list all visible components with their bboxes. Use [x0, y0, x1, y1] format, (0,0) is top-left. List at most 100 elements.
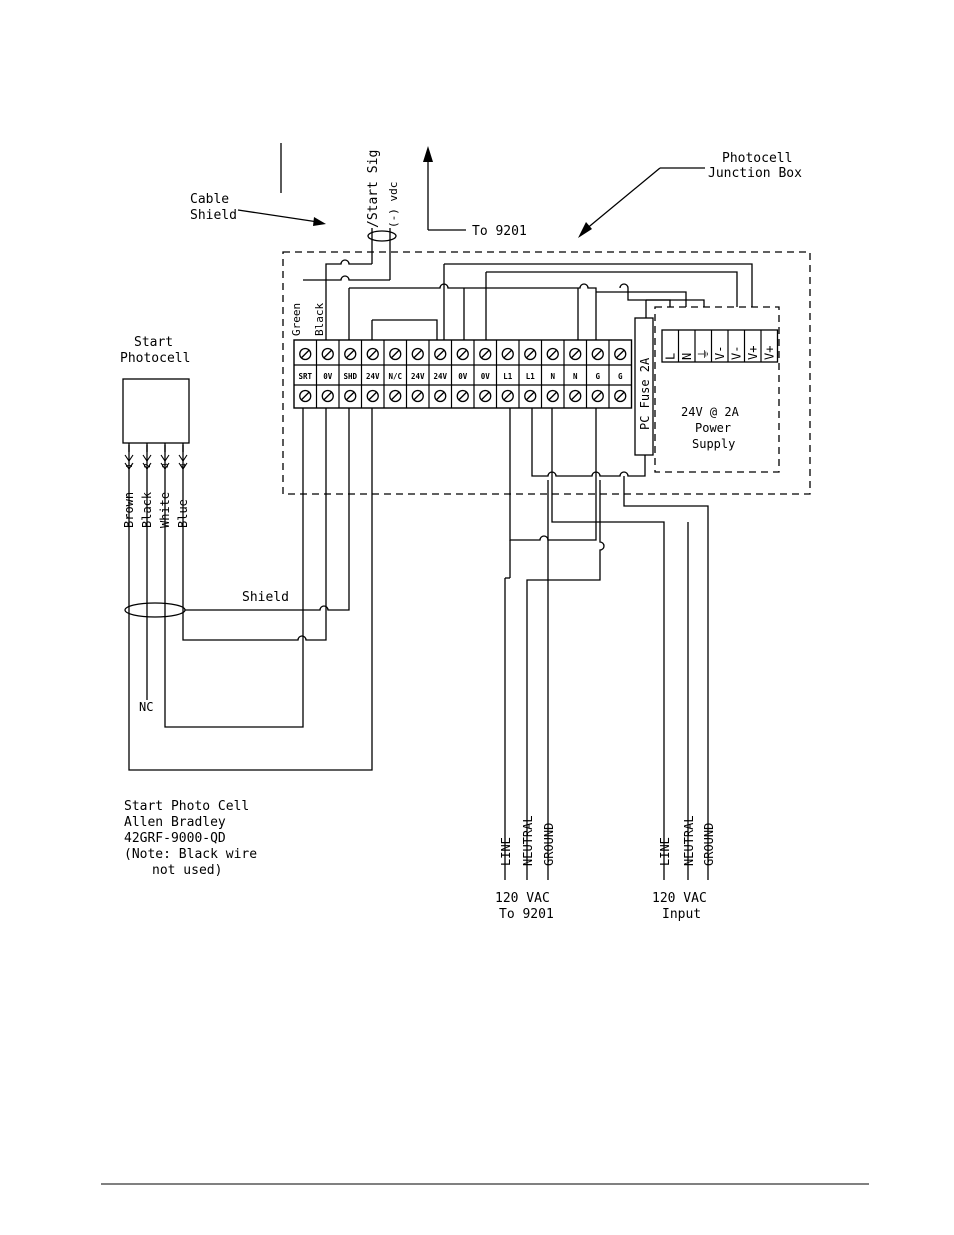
black-wire-label: Black	[313, 303, 326, 336]
feed-9201-labels: LINE NEUTRAL GROUND	[499, 815, 556, 866]
terminal-label-10: L1	[503, 372, 513, 381]
to-9201-label: To 9201	[472, 224, 527, 239]
terminal-screw-bottom-12	[546, 389, 559, 403]
to-9201-arrowhead	[423, 146, 433, 162]
psu-terminal-label-6: V+	[746, 346, 760, 360]
start-photocell-body	[122, 378, 190, 444]
note-line-5: not used)	[152, 863, 222, 878]
terminal-screw-bottom-8	[456, 389, 469, 403]
terminal-screw-top-3	[344, 347, 357, 361]
start-photocell-label-2: Photocell	[120, 351, 190, 366]
terminal-screw-top-14	[591, 347, 604, 361]
terminal-screw-top-5	[389, 347, 402, 361]
terminal-screw-top-9	[479, 347, 492, 361]
note-line-3: 42GRF-9000-QD	[124, 831, 226, 846]
terminal-screw-bottom-2	[321, 389, 334, 403]
feed-input-labels: LINE NEUTRAL GROUND	[658, 815, 716, 866]
feed-9201-label-2: To 9201	[499, 907, 554, 922]
terminal-label-3: SHD	[343, 372, 357, 381]
terminal-label-6: 24V	[411, 372, 425, 381]
terminal-screw-bottom-5	[389, 389, 402, 403]
psu-terminal-label-3: ⏚	[696, 348, 710, 360]
terminal-screw-bottom-11	[524, 389, 537, 403]
pc-fuse-label: PC Fuse 2A	[638, 357, 652, 430]
terminal-screw-bottom-14	[591, 389, 604, 403]
power-supply-outline	[654, 306, 780, 473]
feed-input-neutral-label: NEUTRAL	[682, 815, 696, 866]
note-line-2: Allen Bradley	[124, 815, 226, 830]
photocell-note: Start Photo Cell Allen Bradley 42GRF-900…	[124, 799, 257, 878]
terminal-label-14: G	[595, 372, 600, 381]
terminal-screw-top-2	[321, 347, 334, 361]
junction-box-outline	[282, 251, 811, 495]
terminal-label-13: N	[573, 372, 578, 381]
terminal-label-7: 24V	[433, 372, 447, 381]
feed-input-ground-label: GROUND	[702, 823, 716, 866]
psu-terminal-label-2: N	[680, 353, 694, 360]
terminal-screw-top-1	[299, 347, 312, 361]
terminal-screw-bottom-10	[501, 389, 514, 403]
feed-9201-ground-label: GROUND	[542, 823, 556, 866]
terminal-screw-bottom-6	[411, 389, 424, 403]
terminal-screw-top-7	[434, 347, 447, 361]
terminal-label-9: 0V	[481, 372, 491, 381]
shield-label: Shield	[242, 590, 289, 605]
terminal-screw-top-6	[411, 347, 424, 361]
terminal-screw-bottom-3	[344, 389, 357, 403]
terminal-screw-top-12	[546, 347, 559, 361]
feed-input-line-label: LINE	[658, 837, 672, 866]
junction-top-wiring	[303, 259, 753, 340]
pc-fuse	[634, 317, 654, 456]
terminal-screw-bottom-1	[299, 389, 312, 403]
psu-terminal-label-4: V-	[713, 346, 727, 360]
terminal-screw-bottom-7	[434, 389, 447, 403]
junction-bottom-wiring	[509, 408, 709, 880]
terminal-screw-bottom-15	[614, 389, 627, 403]
photocell-shield-ellipse	[124, 602, 186, 618]
terminal-screw-top-4	[366, 347, 379, 361]
terminal-screw-bottom-9	[479, 389, 492, 403]
terminal-screw-top-11	[524, 347, 537, 361]
psu-terminal-label-1: L	[663, 353, 677, 360]
terminal-label-15: G	[618, 372, 623, 381]
psu-label-2: Power	[695, 421, 731, 435]
junction-box-label-2: Junction Box	[708, 166, 802, 181]
psu-label-3: Supply	[692, 437, 735, 451]
terminal-screw-top-15	[614, 347, 627, 361]
terminal-label-12: N	[550, 372, 555, 381]
terminal-label-8: 0V	[458, 372, 468, 381]
green-wire-label: Green	[290, 303, 303, 336]
top-shield-ellipse	[367, 230, 397, 242]
feed-9201-neutral-label: NEUTRAL	[521, 815, 535, 866]
psu-terminal-label-7: V+	[762, 346, 776, 360]
terminal-screw-top-8	[456, 347, 469, 361]
feed-9201-line-label: LINE	[499, 837, 513, 866]
cable-shield-label-1: Cable	[190, 192, 229, 207]
cable-shield-arrowhead	[313, 217, 326, 226]
terminal-screw-bottom-13	[569, 389, 582, 403]
terminal-label-2: 0V	[323, 372, 333, 381]
note-line-4: (Note: Black wire	[124, 847, 257, 862]
cable-shield-arrow-line	[237, 209, 319, 223]
psu-terminal-label-5: V-	[729, 346, 743, 360]
junction-box-label-1: Photocell	[722, 151, 792, 166]
terminal-screw-bottom-4	[366, 389, 379, 403]
start-photocell-label-1: Start	[134, 335, 173, 350]
terminal-screw-top-13	[569, 347, 582, 361]
terminal-screw-top-10	[501, 347, 514, 361]
vdc-label: (-) vdc	[387, 182, 400, 228]
terminal-label-11: L1	[526, 372, 536, 381]
terminal-label-1: SRT	[298, 372, 312, 381]
nc-label: NC	[139, 700, 153, 714]
photocell-cable-routing	[128, 408, 373, 771]
note-line-1: Start Photo Cell	[124, 799, 249, 814]
psu-label-1: 24V @ 2A	[681, 405, 740, 419]
feed-9201-label-1: 120 VAC	[495, 891, 550, 906]
junction-arrow-line	[584, 167, 661, 231]
cable-shield-label-2: Shield	[190, 208, 237, 223]
terminal-label-5: N/C	[388, 372, 402, 381]
junction-arrowhead	[578, 222, 592, 238]
feed-input-label-2: Input	[662, 907, 701, 922]
